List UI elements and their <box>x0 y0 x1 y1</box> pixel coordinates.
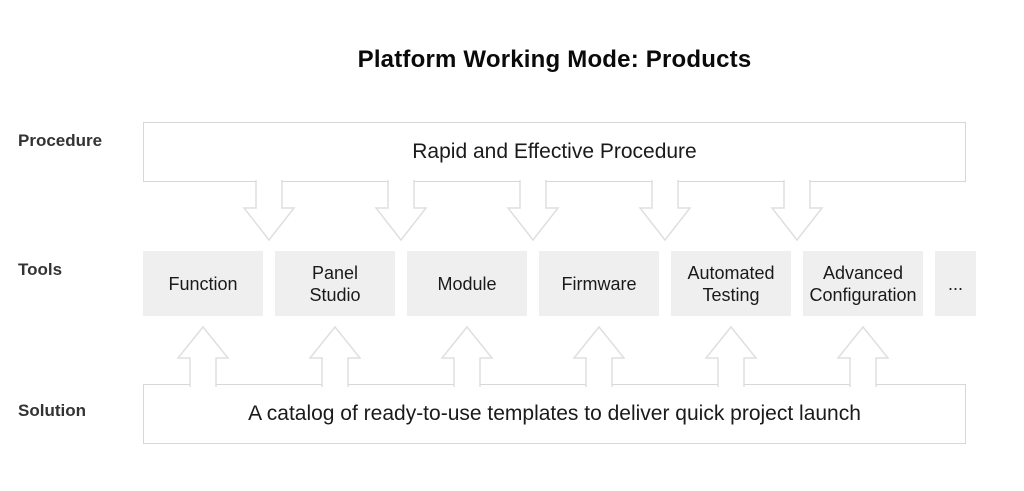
procedure-box: Rapid and Effective Procedure <box>143 122 966 182</box>
tool-box-panel-studio: Panel Studio <box>275 251 395 316</box>
procedure-box-text: Rapid and Effective Procedure <box>412 140 697 163</box>
solution-box-text: A catalog of ready-to-use templates to d… <box>248 402 861 425</box>
solution-box: A catalog of ready-to-use templates to d… <box>143 384 966 444</box>
down-arrow-icon <box>638 180 692 242</box>
tool-box-function: Function <box>143 251 263 316</box>
down-arrow-icon <box>242 180 296 242</box>
tool-box-module: Module <box>407 251 527 316</box>
up-arrow-icon <box>836 325 890 387</box>
down-arrow-icon <box>374 180 428 242</box>
up-arrow-icon <box>704 325 758 387</box>
tool-box-advanced-configuration: Advanced Configuration <box>803 251 923 316</box>
page-title: Platform Working Mode: Products <box>357 46 752 73</box>
up-arrow-icon <box>176 325 230 387</box>
up-arrow-icon <box>440 325 494 387</box>
tool-box-more: ... <box>935 251 976 316</box>
up-arrow-icon <box>572 325 626 387</box>
down-arrow-icon <box>506 180 560 242</box>
row-label-solution: Solution <box>18 401 86 420</box>
tool-box-firmware: Firmware <box>539 251 659 316</box>
tool-box-automated-testing: Automated Testing <box>671 251 791 316</box>
row-label-tools: Tools <box>18 260 63 279</box>
down-arrow-icon <box>770 180 824 242</box>
row-label-procedure: Procedure <box>18 131 103 150</box>
up-arrow-icon <box>308 325 362 387</box>
